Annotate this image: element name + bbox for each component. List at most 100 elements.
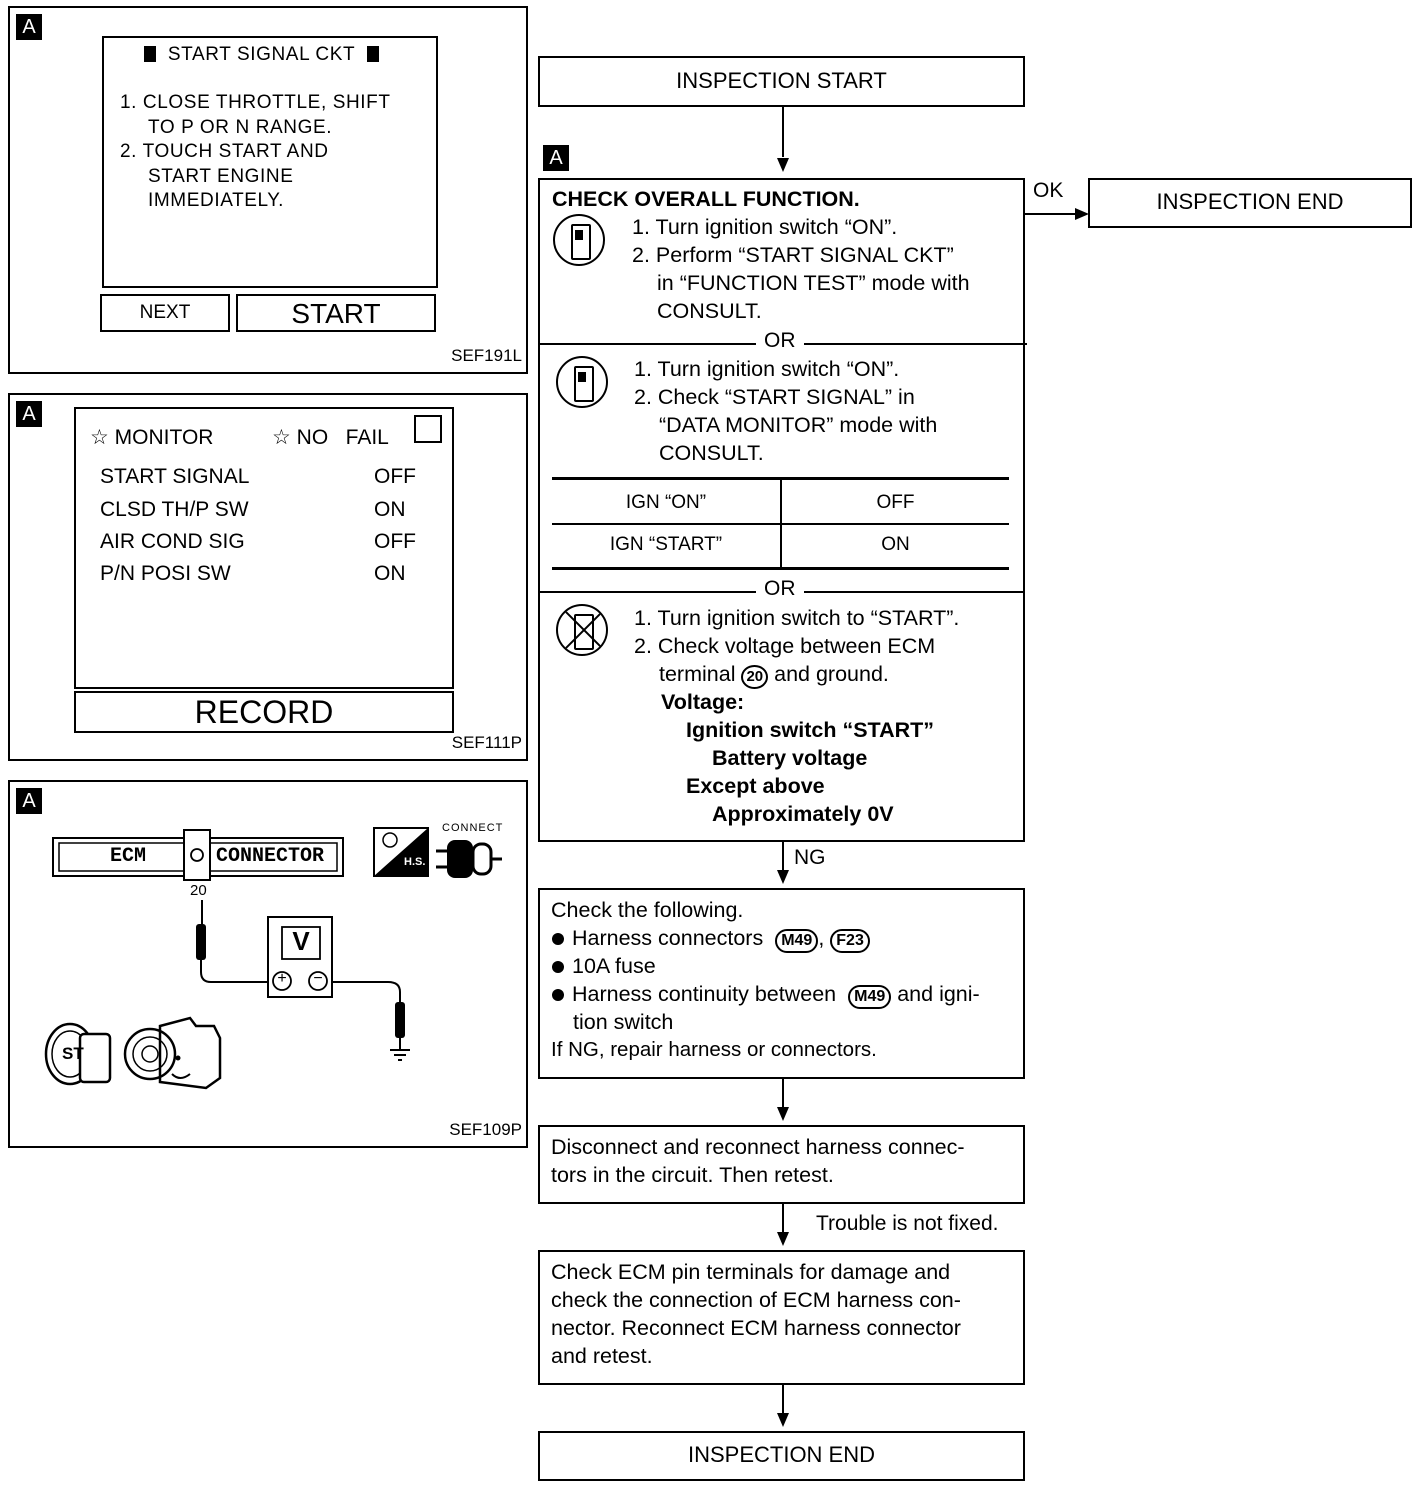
star-icon: ☆ xyxy=(90,426,109,449)
bullet-text: Harness connectors xyxy=(572,926,764,950)
or-separator: OR xyxy=(756,329,804,353)
inspection-start-box: INSPECTION START xyxy=(538,56,1025,107)
ng-label: NG xyxy=(794,846,826,869)
terminal-20-badge: 20 xyxy=(741,665,769,689)
box-text-line: and retest. xyxy=(551,1344,653,1368)
step-line: 1. Turn ignition switch “ON”. xyxy=(634,357,900,381)
box-text-line: Check ECM pin terminals for damage and xyxy=(551,1260,951,1284)
connector-line xyxy=(782,107,784,157)
voltage-value: Battery voltage xyxy=(712,746,868,770)
check-following-title: Check the following. xyxy=(551,898,744,922)
no-fail-header: ☆ NO FAIL xyxy=(272,425,389,450)
bullet-text: tion switch xyxy=(573,1010,674,1034)
box-text-line: check the connection of ECM harness con- xyxy=(551,1288,961,1312)
monitor-item-name: START SIGNAL xyxy=(100,465,250,488)
step-line: 2. Check voltage between ECM xyxy=(634,634,936,658)
star-icon: ☆ xyxy=(272,426,291,449)
panel-tag: A xyxy=(16,401,42,427)
voltage-condition: Ignition switch “START” xyxy=(686,718,935,742)
ground-text: and ground. xyxy=(774,662,889,686)
connector-badge: M49 xyxy=(775,929,819,953)
arrow-down-icon xyxy=(777,1413,789,1427)
ok-label: OK xyxy=(1033,179,1064,202)
check-ecm-box xyxy=(538,1250,1025,1385)
connector-line xyxy=(782,1385,784,1413)
connect-label: CONNECT xyxy=(442,822,504,834)
check-title: CHECK OVERALL FUNCTION. xyxy=(552,187,860,211)
ecm-voltage-panel: A ECM CONNECTOR CO xyxy=(8,780,528,1148)
screen-title-row: START SIGNAL CKT xyxy=(144,44,380,66)
bullet-icon xyxy=(552,989,564,1002)
box-text-line: tors in the circuit. Then retest. xyxy=(551,1163,834,1187)
disconnect-reconnect-box xyxy=(538,1125,1025,1204)
bullet-icon xyxy=(552,933,564,946)
consult-screen: START SIGNAL CKT 1. CLOSE THROTTLE, SHIF… xyxy=(102,36,438,288)
step-line: START ENGINE xyxy=(148,166,294,187)
start-button[interactable]: START xyxy=(236,294,436,332)
arrow-right-icon xyxy=(1075,208,1089,220)
voltage-label: Voltage: xyxy=(661,690,745,714)
step-line: “DATA MONITOR” mode with xyxy=(659,413,938,437)
monitor-item-name: P/N POSI SW xyxy=(100,562,231,585)
step-line: 2. Check “START SIGNAL” in xyxy=(634,385,915,409)
figure-code: SEF111P xyxy=(451,733,522,752)
block-icon xyxy=(367,46,380,62)
monitor-item-value: ON xyxy=(374,562,406,585)
ecm-connector-diagram xyxy=(44,827,502,1090)
arrow-down-icon xyxy=(777,1107,789,1121)
bullet-text: Harness continuity between xyxy=(572,982,837,1006)
checkbox[interactable] xyxy=(414,415,442,443)
no-consult-icon xyxy=(556,604,608,656)
hs-label: H.S. xyxy=(404,856,426,868)
terminal-text: terminal xyxy=(659,662,736,686)
step-line: CONSULT. xyxy=(657,299,762,323)
ok-connector-line xyxy=(1025,213,1075,215)
step-line: CONSULT. xyxy=(659,441,764,465)
bullet-item: Harness continuity between M49 and igni- xyxy=(552,982,980,1009)
bullet-item: 10A fuse xyxy=(552,954,656,979)
connector-line xyxy=(782,842,784,870)
trouble-not-fixed-label: Trouble is not fixed. xyxy=(816,1212,999,1235)
table-cell: IGN “START” xyxy=(609,534,723,555)
table-cell: IGN “ON” xyxy=(625,492,707,513)
consult-icon xyxy=(556,356,608,408)
no-fail-label: NO FAIL xyxy=(296,426,389,449)
panel-tag: A xyxy=(16,14,42,40)
step-line: 2. TOUCH START AND xyxy=(120,141,329,162)
table-cell: OFF xyxy=(876,492,915,513)
step-line: in “FUNCTION TEST” mode with xyxy=(657,271,970,295)
inspection-end-bottom-box: INSPECTION END xyxy=(538,1431,1025,1481)
step-line: terminal 20 and ground. xyxy=(659,662,889,689)
monitor-label: MONITOR xyxy=(114,426,214,449)
bullet-text: and igni- xyxy=(897,982,980,1006)
voltage-condition: Except above xyxy=(686,774,825,798)
block-icon xyxy=(144,46,156,62)
monitor-item-value: ON xyxy=(374,498,406,521)
next-button[interactable]: NEXT xyxy=(100,294,230,332)
connector-badge: F23 xyxy=(830,929,870,953)
bullet-item: Harness connectors M49, F23 xyxy=(552,926,870,953)
step-line: 1. CLOSE THROTTLE, SHIFT xyxy=(120,92,391,113)
monitor-item-value: OFF xyxy=(374,530,416,553)
step-line: 1. Turn ignition switch to “START”. xyxy=(634,606,960,630)
monitor-item-name: CLSD TH/P SW xyxy=(100,498,249,521)
consult-icon xyxy=(553,214,605,266)
panel-tag: A xyxy=(16,788,42,814)
voltmeter-unit: V xyxy=(292,926,310,956)
record-button[interactable]: RECORD xyxy=(74,691,454,733)
table-rule xyxy=(552,523,1009,525)
connector-line xyxy=(782,1079,784,1107)
monitor-item-value: OFF xyxy=(374,465,416,488)
arrow-down-icon xyxy=(777,870,789,884)
monitor-screen: ☆ MONITOR ☆ NO FAIL xyxy=(74,407,454,689)
figure-code: SEF109P xyxy=(449,1120,522,1139)
bullet-icon xyxy=(552,961,564,974)
screen-title: START SIGNAL CKT xyxy=(167,44,356,65)
ecm-label: ECM xyxy=(110,845,147,868)
step-line: IMMEDIATELY. xyxy=(148,190,285,211)
check-following-box xyxy=(538,888,1025,1079)
figure-code: SEF191L xyxy=(451,346,522,365)
voltage-value: Approximately 0V xyxy=(712,802,894,826)
monitor-header: ☆ MONITOR xyxy=(90,425,213,450)
or-separator: OR xyxy=(756,577,804,601)
